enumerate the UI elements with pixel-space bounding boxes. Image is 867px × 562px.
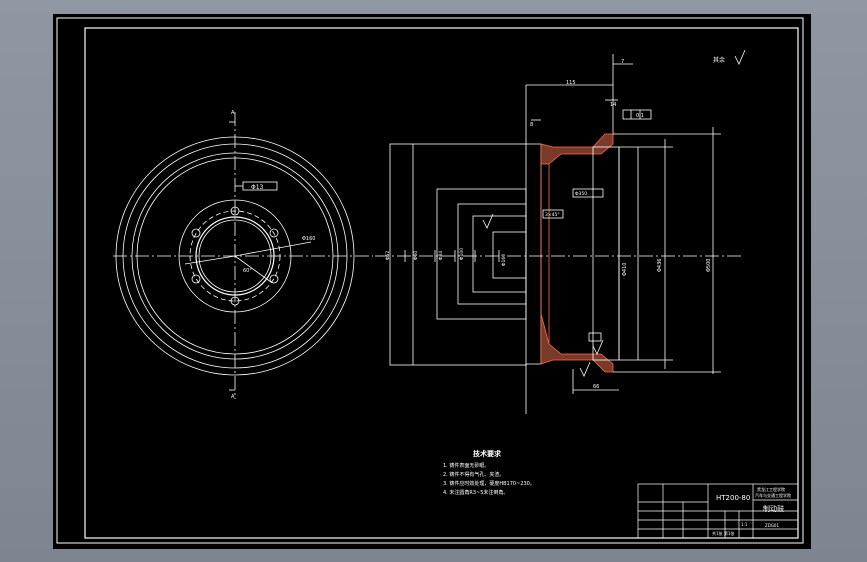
dim-outer-dia: Φ500 bbox=[706, 259, 712, 272]
tb-school-2: 汽车与交通工程学院 bbox=[755, 492, 791, 498]
section-label-top: A bbox=[231, 110, 235, 116]
roughness-tag bbox=[588, 332, 602, 342]
dim-left-3: Φ84 bbox=[438, 251, 444, 260]
dim-inner-dia: Φ410 bbox=[622, 263, 628, 276]
roughness-mark-corner bbox=[734, 49, 746, 65]
bolt-hole bbox=[269, 274, 279, 284]
tech-requirements: 技术要求 1. 铸件表面无砂眼。 2. 铸件不得有气孔、夹渣。 3. 铸件应时效… bbox=[443, 449, 535, 496]
dim-left-2: Φ60 bbox=[413, 251, 419, 260]
tech-req-item: 1. 铸件表面无砂眼。 bbox=[443, 462, 489, 469]
hub-step-1 bbox=[436, 188, 527, 320]
tolerance-frame bbox=[622, 109, 652, 120]
depth-label: Φ350 bbox=[575, 191, 587, 197]
depth-tag bbox=[572, 188, 604, 198]
dim-top-right: 7 bbox=[621, 59, 624, 65]
radius-leader bbox=[234, 255, 272, 283]
bolt-dim-label: Φ13 bbox=[251, 184, 264, 191]
web-outline bbox=[525, 85, 542, 414]
tb-sheet: 共1张 第1张 bbox=[712, 530, 734, 536]
tb-part-name: 制动鼓 bbox=[763, 504, 784, 513]
radius-leader bbox=[234, 241, 312, 257]
radius-leader bbox=[184, 255, 236, 265]
bolt-hole bbox=[191, 274, 201, 284]
dim-left-4: Φ100 bbox=[459, 248, 465, 260]
angle-label: 60° bbox=[243, 268, 252, 274]
dim-mid-dia: Φ436 bbox=[657, 259, 663, 272]
shell-bottom-profile bbox=[540, 313, 614, 373]
bolt-hole bbox=[269, 228, 279, 238]
shell-top-profile bbox=[540, 133, 614, 165]
tb-school-1: 黑龙江工程学院 bbox=[757, 486, 785, 492]
drawing-canvas: Φ13 Φ160 60° A A bbox=[56, 17, 804, 544]
dim-bottom-len: 66 bbox=[593, 384, 599, 390]
front-view bbox=[113, 112, 373, 399]
chamfer-label: 3×45° bbox=[545, 212, 560, 218]
corner-note: 其余 bbox=[713, 56, 725, 64]
inner-border bbox=[84, 27, 799, 539]
dim-left-5: Φ160 bbox=[501, 254, 507, 266]
bore-dim-label: Φ160 bbox=[302, 236, 315, 242]
tech-req-title: 技术要求 bbox=[473, 449, 502, 458]
dim-wall: 8 bbox=[530, 122, 533, 128]
hub-step-2 bbox=[457, 203, 527, 305]
chamfer-tag bbox=[542, 209, 564, 219]
tech-req-item: 3. 铸件应时效处理，硬度HB170~230。 bbox=[443, 480, 535, 487]
hub-bore bbox=[492, 231, 527, 279]
dim-top-length: 115 bbox=[566, 80, 576, 86]
drum-friction-wall bbox=[592, 146, 620, 361]
outer-border bbox=[56, 17, 804, 544]
section-label-bottom: A bbox=[231, 394, 235, 400]
cad-viewport[interactable]: Φ13 Φ160 60° A A bbox=[53, 14, 811, 549]
tb-drawing-no: ZDG01 bbox=[765, 523, 779, 528]
section-view bbox=[375, 49, 746, 414]
tech-req-item: 4. 未注圆角R3~5未注倒角。 bbox=[443, 489, 508, 496]
dim-left-1: Φ52 bbox=[385, 251, 391, 260]
roughness-mark bbox=[579, 361, 591, 377]
tb-material: HT200-80 bbox=[716, 494, 750, 502]
roughness-mark bbox=[592, 339, 604, 355]
tech-req-item: 2. 铸件不得有气孔、夹渣。 bbox=[443, 471, 504, 478]
tolerance-value: 0.1 bbox=[636, 113, 644, 119]
dim-flange-thk: 14 bbox=[610, 102, 616, 108]
bolt-hole bbox=[191, 228, 201, 238]
tb-scale: 1:1 bbox=[741, 522, 748, 527]
roughness-mark bbox=[482, 213, 494, 229]
hub-step-3 bbox=[472, 215, 527, 293]
title-block bbox=[637, 483, 799, 539]
